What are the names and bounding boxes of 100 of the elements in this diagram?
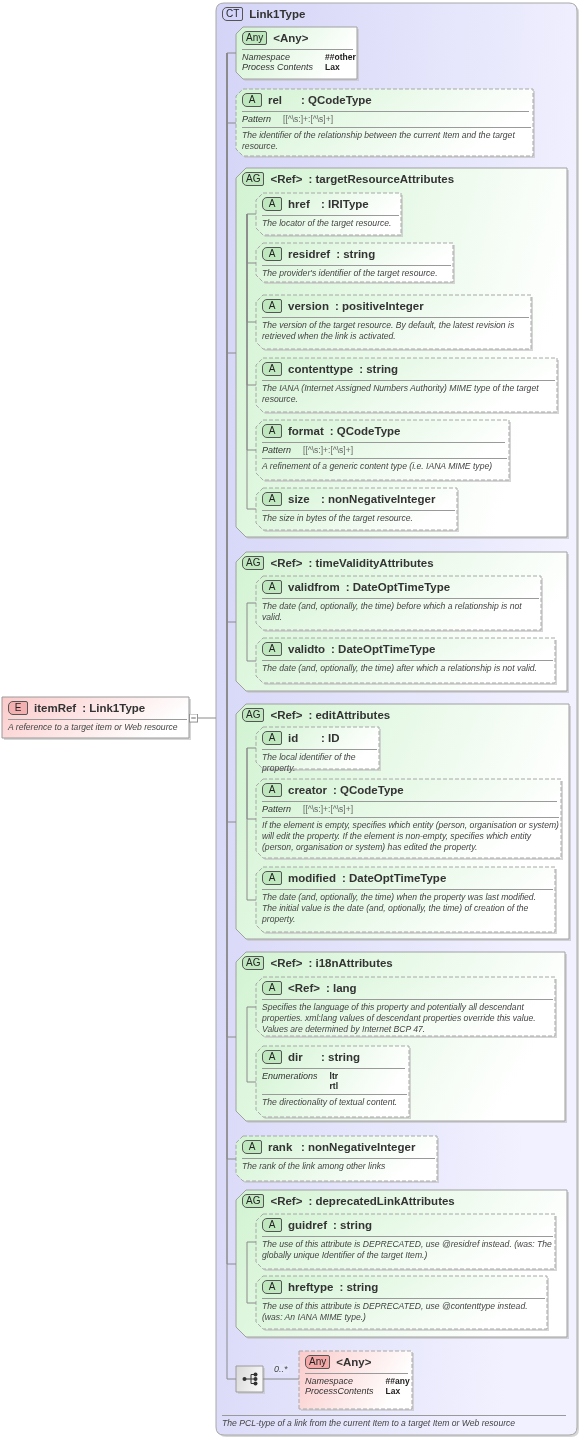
attribute-box — [256, 358, 560, 415]
component-name: <Ref> — [270, 957, 303, 969]
component-name: format — [288, 425, 324, 437]
facet-value: Lax — [385, 1386, 402, 1396]
connector-line — [246, 1006, 257, 1083]
type-name: : QCodeType — [329, 425, 401, 437]
type-badge: Any — [305, 1355, 331, 1369]
description-text: The size in bytes of the target resource. — [262, 510, 455, 527]
type-badge: AG — [242, 1194, 265, 1208]
component-name: href — [288, 198, 311, 210]
type-badge: A — [262, 580, 282, 594]
type-name: : Link1Type — [82, 702, 146, 714]
attribute-box — [256, 727, 382, 772]
attribute-group-box — [236, 1190, 570, 1340]
component-name: <Ref> — [270, 1195, 303, 1207]
facet-value: [[^\s:]+:[^\s]+] — [303, 445, 354, 455]
type-name: : string — [321, 1051, 360, 1063]
description-text: A refinement of a generic content type (i.e. IANA MIME type) — [262, 458, 507, 475]
attribute-box — [256, 576, 544, 633]
attribute-box — [256, 1046, 412, 1120]
wildcard-attribute-box — [236, 27, 360, 82]
multiplicity-label: 0..* — [273, 1364, 289, 1374]
attribute-box — [256, 488, 460, 533]
component-name: version — [288, 300, 329, 312]
type-name: : IRIType — [321, 198, 369, 210]
description-text: The date (and, optionally, the time) after which a relationship is not valid. — [262, 660, 553, 677]
type-badge: CT — [222, 7, 244, 21]
type-badge: A — [262, 299, 282, 313]
facet-value: [[^\s:]+:[^\s]+] — [283, 114, 334, 124]
component-name: <Ref> — [270, 173, 303, 185]
type-badge: E — [8, 701, 28, 715]
type-name: : i18nAttributes — [308, 957, 393, 969]
component-name: <Ref> — [270, 557, 303, 569]
attribute-group-box — [236, 552, 570, 694]
description-text: The directionality of textual content. — [262, 1094, 407, 1111]
facet-value: ##other — [325, 52, 356, 62]
type-name: : DateOptTimeType — [331, 643, 436, 655]
type-badge: A — [262, 1218, 282, 1232]
facet-value: ltr — [329, 1071, 339, 1081]
sequence-box — [236, 1366, 266, 1395]
type-name: : targetResourceAttributes — [308, 173, 455, 185]
facet-label: Enumerations — [262, 1071, 318, 1081]
component-name: dir — [288, 1051, 304, 1063]
component-name: creator — [288, 784, 327, 796]
description-text: The use of this attribute is DEPRECATED, use @contenttype instead. (was: An IANA MIME type.) — [262, 1298, 545, 1326]
facet-label: Process Contents — [242, 62, 314, 72]
attribute-box — [256, 1214, 558, 1272]
description-text: The IANA (Internet Assigned Numbers Authority) MIME type of the target resource. — [262, 380, 555, 408]
wildcard-element-box — [299, 1351, 415, 1412]
component-name: guidref — [288, 1219, 327, 1231]
description-text: The PCL-type of a link from the current Item to a target Item or Web resource — [222, 1415, 566, 1432]
type-name: : QCodeType — [301, 94, 372, 106]
type-badge: A — [262, 362, 282, 376]
description-text: The provider's identifier of the target resource. — [262, 265, 451, 282]
component-name: validfrom — [288, 581, 340, 593]
type-badge: AG — [242, 708, 265, 722]
type-badge: A — [242, 93, 262, 107]
connector-line — [246, 747, 257, 901]
component-name: Link1Type — [249, 8, 306, 20]
facet-value: [[^\s:]+:[^\s]+] — [303, 804, 354, 814]
connector-line — [246, 1241, 257, 1304]
type-name: : nonNegativeInteger — [301, 1141, 416, 1153]
type-badge: A — [262, 871, 282, 885]
description-text: A reference to a target item or Web resource — [8, 719, 187, 736]
description-text: The local identifier of the property. — [262, 749, 377, 777]
type-name: : editAttributes — [308, 709, 391, 721]
component-name: <Any> — [336, 1356, 372, 1368]
attribute-box — [256, 1276, 550, 1332]
description-text: If the element is empty, specifies which entity (person, organisation or system) will edit the property. If the element is non-empty, specifies which entity (person, organisation or system) has edited the property. — [262, 817, 559, 856]
facet-label: Namespace — [305, 1376, 355, 1386]
description-text: The use of this attribute is DEPRECATED, use @residref instead. (was: The globally unique Identifier of the target Item.) — [262, 1236, 553, 1264]
component-name: <Ref> — [288, 982, 320, 994]
type-name: : nonNegativeInteger — [321, 493, 436, 505]
attribute-box — [236, 1136, 440, 1184]
type-name: : string — [359, 363, 399, 375]
component-name: id — [288, 732, 300, 744]
component-name: validto — [288, 643, 326, 655]
description-text: Specifies the language of this property and potentially all descendant properties. xml:lang values of descendant properties override this value. Values are determined by Internet BCP 47. — [262, 999, 553, 1038]
attribute-box — [256, 193, 404, 238]
attribute-group-box — [236, 704, 572, 942]
connector-line — [246, 602, 257, 662]
type-badge: A — [262, 197, 282, 211]
component-name: rank — [268, 1141, 294, 1153]
connector-line — [246, 213, 257, 215]
description-text: The date (and, optionally, the time) when the property was last modified. The initial value is the date (and, optionally, the time) of creation of the property. — [262, 889, 553, 928]
connector-line — [246, 1241, 257, 1243]
attribute-box — [256, 867, 558, 935]
description-text: The identifier of the relationship between the current Item and the target resource. — [242, 127, 531, 155]
type-badge: A — [262, 424, 282, 438]
type-badge: AG — [242, 172, 265, 186]
facet-label: Pattern — [262, 445, 292, 455]
attribute-box — [256, 977, 558, 1039]
facet-label: ProcessContents — [305, 1386, 374, 1396]
component-name: size — [288, 493, 311, 505]
type-badge: A — [262, 247, 282, 261]
type-badge: A — [262, 731, 282, 745]
type-badge: AG — [242, 956, 265, 970]
component-name: contenttype — [288, 363, 354, 375]
component-name: modified — [288, 872, 336, 884]
type-name: : ID — [321, 732, 340, 744]
